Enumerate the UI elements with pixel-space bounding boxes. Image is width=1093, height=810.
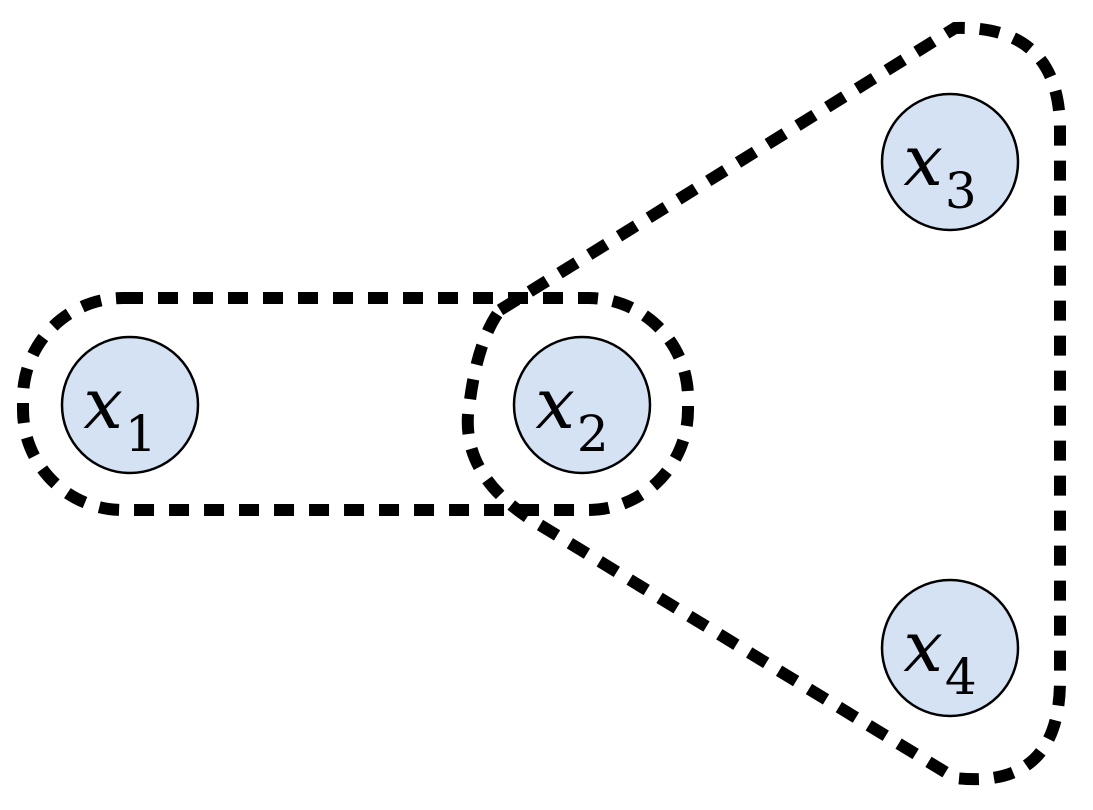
vertex-x1-symbol: x bbox=[83, 363, 122, 445]
svg-text:x4: x4 bbox=[903, 606, 976, 706]
vertex-x4-node bbox=[880, 578, 1020, 718]
vertex-x2-subscript: 2 bbox=[577, 405, 609, 463]
vertex-x4-subscript: 4 bbox=[945, 648, 977, 706]
vertex-x3-subscript: 3 bbox=[945, 162, 977, 220]
svg-text:x2: x2 bbox=[535, 363, 608, 463]
vertex-x3-symbol: x bbox=[903, 120, 942, 202]
svg-text:x3: x3 bbox=[903, 120, 976, 220]
vertex-x3-node bbox=[880, 92, 1020, 232]
vertex-x1: x1 bbox=[60, 335, 200, 475]
hyperedge-x2-x3-x4 bbox=[461, 21, 1066, 786]
hyperedge-x1-x2 bbox=[17, 292, 694, 516]
vertex-x4-symbol: x bbox=[903, 606, 942, 688]
vertex-x2-symbol: x bbox=[535, 363, 574, 445]
vertex-x2-node bbox=[512, 335, 652, 475]
vertex-x2: x2 bbox=[512, 335, 652, 475]
vertex-x1-node bbox=[60, 335, 200, 475]
vertex-x1-subscript: 1 bbox=[125, 405, 157, 463]
vertex-x3: x3 bbox=[880, 92, 1020, 232]
svg-text:x1: x1 bbox=[83, 363, 156, 463]
vertex-x4: x4 bbox=[880, 578, 1020, 718]
